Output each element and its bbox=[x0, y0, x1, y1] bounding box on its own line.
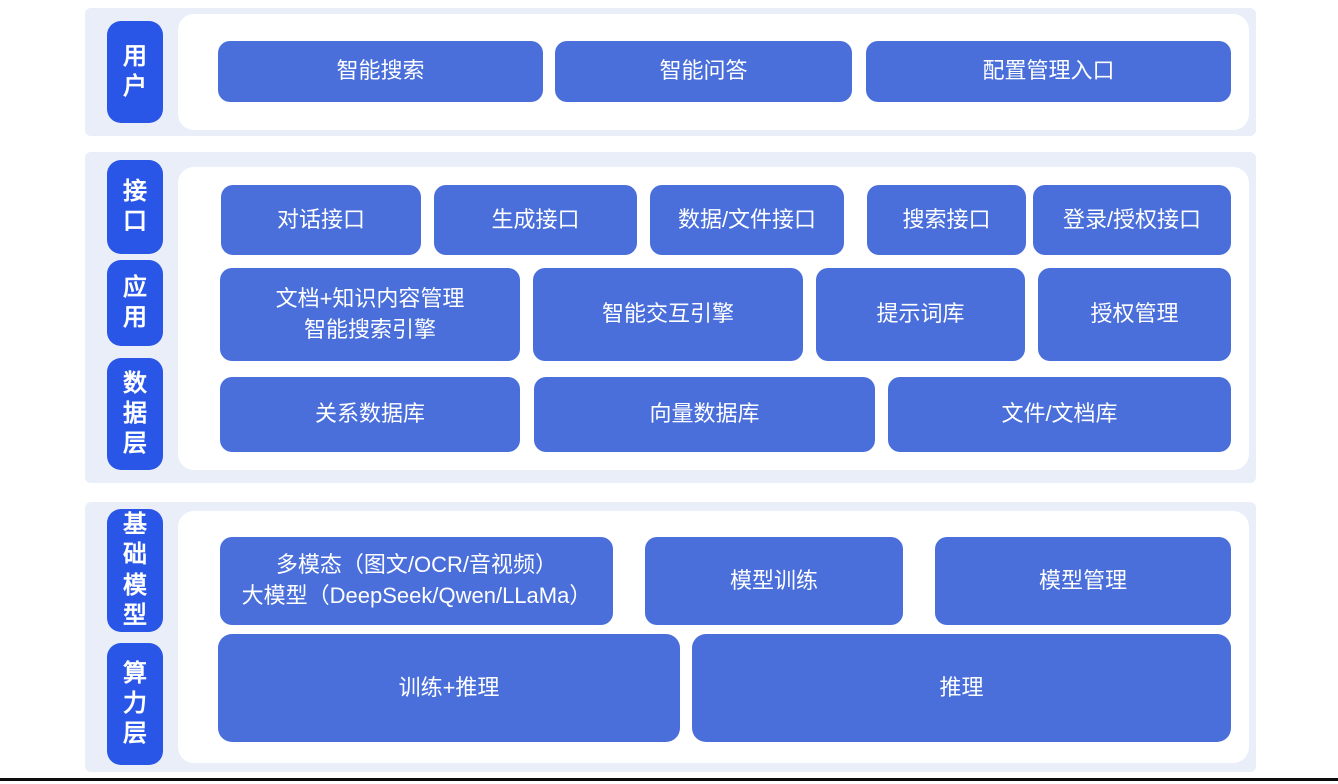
base-model-row: 多模态（图文/OCR/音视频） 大模型（DeepSeek/Qwen/LLaMa）… bbox=[178, 537, 1249, 625]
bottom-border-line bbox=[0, 778, 1338, 781]
layer-group-middle: 接口 应用 数据层 对话接口 生成接口 数据/文件接口 搜索接口 登录/授权接口… bbox=[85, 152, 1256, 483]
layer-pill-interface: 接口 bbox=[107, 160, 163, 254]
node-prompt-library: 提示词库 bbox=[816, 268, 1025, 361]
user-layer-container: 智能搜索 智能问答 配置管理入口 bbox=[178, 14, 1249, 130]
node-search-api: 搜索接口 bbox=[867, 185, 1026, 255]
node-train-inference: 训练+推理 bbox=[218, 634, 680, 742]
compute-row: 训练+推理 推理 bbox=[178, 634, 1249, 742]
layer-pill-compute: 算力层 bbox=[107, 643, 163, 765]
application-row: 文档+知识内容管理 智能搜索引擎 智能交互引擎 提示词库 授权管理 bbox=[178, 268, 1249, 361]
middle-layer-container: 对话接口 生成接口 数据/文件接口 搜索接口 登录/授权接口 文档+知识内容管理… bbox=[178, 167, 1249, 470]
layer-pill-data-label: 数据层 bbox=[123, 369, 147, 458]
node-model-management: 模型管理 bbox=[935, 537, 1231, 625]
node-auth-management: 授权管理 bbox=[1038, 268, 1231, 361]
node-dialog-api: 对话接口 bbox=[221, 185, 421, 255]
layer-pill-application: 应用 bbox=[107, 260, 163, 346]
node-relational-db: 关系数据库 bbox=[220, 377, 520, 452]
node-interaction-engine: 智能交互引擎 bbox=[533, 268, 803, 361]
node-doc-knowledge-search-engine: 文档+知识内容管理 智能搜索引擎 bbox=[220, 268, 520, 361]
node-generation-api: 生成接口 bbox=[434, 185, 637, 255]
layer-pill-data: 数据层 bbox=[107, 358, 163, 470]
layer-pill-base-model-label: 基础模型 bbox=[123, 511, 147, 629]
interface-row: 对话接口 生成接口 数据/文件接口 搜索接口 登录/授权接口 bbox=[178, 185, 1249, 255]
user-layer-row: 智能搜索 智能问答 配置管理入口 bbox=[178, 41, 1249, 102]
layer-pill-application-label: 应用 bbox=[123, 273, 147, 331]
node-data-file-api: 数据/文件接口 bbox=[650, 185, 844, 255]
layer-group-user: 用户 智能搜索 智能问答 配置管理入口 bbox=[85, 8, 1256, 136]
layer-pill-user-label: 用户 bbox=[123, 42, 147, 100]
layer-pill-compute-label: 算力层 bbox=[123, 659, 147, 748]
layer-pill-interface-label: 接口 bbox=[123, 177, 147, 235]
node-model-training: 模型训练 bbox=[645, 537, 903, 625]
node-login-auth-api: 登录/授权接口 bbox=[1033, 185, 1231, 255]
node-vector-db: 向量数据库 bbox=[534, 377, 875, 452]
node-smart-search: 智能搜索 bbox=[218, 41, 543, 102]
layer-group-bottom: 基础模型 算力层 多模态（图文/OCR/音视频） 大模型（DeepSeek/Qw… bbox=[85, 502, 1256, 772]
node-smart-qa: 智能问答 bbox=[555, 41, 852, 102]
layer-pill-user: 用户 bbox=[107, 21, 163, 123]
bottom-layer-container: 多模态（图文/OCR/音视频） 大模型（DeepSeek/Qwen/LLaMa）… bbox=[178, 511, 1249, 763]
node-multimodal-llm: 多模态（图文/OCR/音视频） 大模型（DeepSeek/Qwen/LLaMa） bbox=[220, 537, 613, 625]
node-file-doc-store: 文件/文档库 bbox=[888, 377, 1231, 452]
node-config-entry: 配置管理入口 bbox=[866, 41, 1231, 102]
data-row: 关系数据库 向量数据库 文件/文档库 bbox=[178, 377, 1249, 452]
node-inference: 推理 bbox=[692, 634, 1231, 742]
layer-pill-base-model: 基础模型 bbox=[107, 509, 163, 632]
